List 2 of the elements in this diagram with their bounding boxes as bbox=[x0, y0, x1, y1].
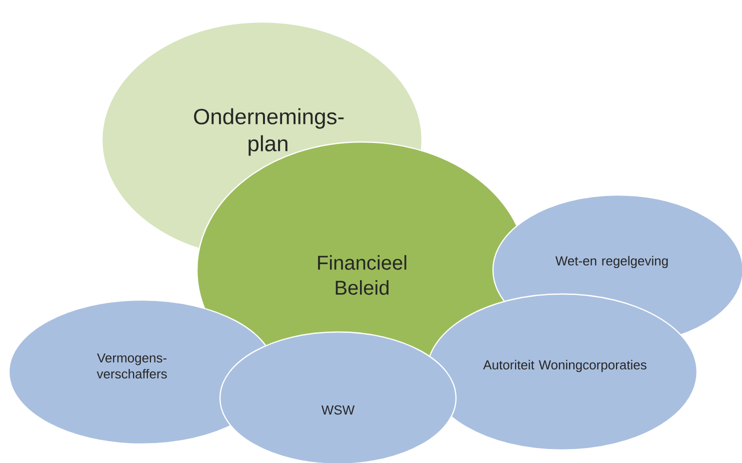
node-label: Wet-en regelgeving bbox=[555, 256, 668, 268]
node-label: WSW bbox=[321, 405, 355, 415]
